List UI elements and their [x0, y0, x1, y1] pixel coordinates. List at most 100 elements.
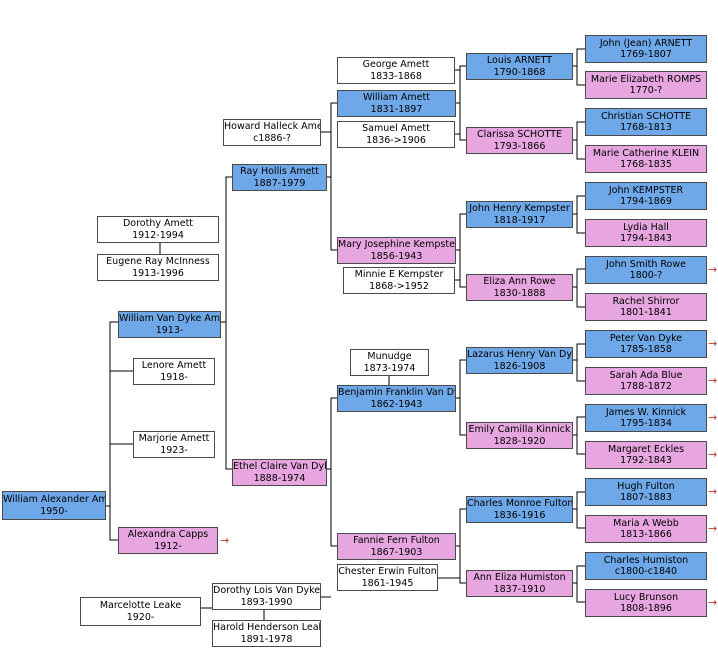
person-maria-a-webb[interactable]: Maria A Webb 1813-1866 [585, 515, 707, 543]
person-name: John (Jean) ARNETT [599, 37, 693, 49]
person-william-amett[interactable]: William Amett 1831-1897 [337, 90, 456, 117]
person-clarissa-schotte[interactable]: Clarissa SCHOTTE 1793-1866 [466, 127, 573, 154]
person-marie-elizabeth-romps[interactable]: Marie Elizabeth ROMPS 1770-? [585, 71, 707, 99]
person-fannie-fern-fulton[interactable]: Fannie Fern Fulton 1867-1903 [337, 533, 456, 560]
person-dates: 1837-1910 [493, 583, 546, 595]
person-name: Rachel Shirror [612, 295, 680, 307]
person-william-van-dyke-amett[interactable]: William Van Dyke Amett 1913- [118, 311, 221, 338]
person-harold-henderson-leake[interactable]: Harold Henderson Leake 1891-1978 [212, 620, 321, 647]
person-dates: 1793-1866 [493, 140, 546, 152]
person-alexandra-capps[interactable]: Alexandra Capps 1912- [118, 527, 218, 554]
person-dates: 1769-1807 [620, 49, 672, 60]
arrow-icon[interactable]: → [708, 411, 718, 424]
person-dates: 1913- [155, 324, 184, 336]
person-name: Ann Eliza Humiston [473, 572, 566, 583]
person-john-jean-arnett[interactable]: John (Jean) ARNETT 1769-1807 [585, 35, 707, 63]
person-john-kempster[interactable]: John KEMPSTER 1794-1869 [585, 182, 707, 210]
person-dates: 1790-1868 [493, 66, 546, 78]
person-dates: 1828-1920 [493, 435, 546, 447]
person-dates: 1862-1943 [370, 398, 423, 410]
person-charles-monroe-fulton[interactable]: Charles Monroe Fulton 1836-1916 [466, 496, 573, 523]
arrow-icon[interactable]: → [708, 596, 718, 609]
person-munudge[interactable]: Munudge 1873-1974 [350, 349, 429, 376]
person-lucy-brunson[interactable]: Lucy Brunson 1808-1896 [585, 589, 707, 617]
person-dates: 1912-1994 [132, 229, 184, 241]
arrow-icon[interactable]: → [708, 485, 718, 498]
person-name: Munudge [367, 351, 412, 362]
person-name: Marcelotte Leake [99, 600, 182, 611]
person-name: John Smith Rowe [606, 258, 686, 270]
person-dates: 1833-1868 [370, 70, 422, 82]
person-margaret-eckles[interactable]: Margaret Eckles 1792-1843 [585, 441, 707, 469]
person-name: Lenore Amett [141, 360, 207, 371]
person-marie-catherine-klein[interactable]: Marie Catherine KLEIN 1768-1835 [585, 145, 707, 173]
person-hugh-fulton[interactable]: Hugh Fulton 1807-1883 [585, 478, 707, 506]
person-dates: 1808-1896 [620, 603, 672, 614]
person-john-smith-rowe[interactable]: John Smith Rowe 1800-? [585, 256, 707, 284]
arrow-icon[interactable]: → [708, 448, 718, 461]
person-name: Fannie Fern Fulton [353, 535, 440, 546]
person-name: Dorothy Lois Van Dyke [213, 585, 320, 596]
person-dates: 1893-1990 [240, 596, 293, 608]
person-name: Benjamin Franklin Van Dyke [338, 387, 455, 398]
person-dates: 1918- [160, 371, 188, 383]
person-name: Louis ARNETT [486, 55, 553, 66]
person-name: George Amett [362, 59, 430, 70]
person-eliza-ann-rowe[interactable]: Eliza Ann Rowe 1830-1888 [466, 274, 573, 301]
person-ethel-claire-van-dyke[interactable]: Ethel Claire Van Dyke 1888-1974 [232, 459, 327, 486]
arrow-icon[interactable]: → [220, 534, 230, 547]
person-ray-hollis-amett[interactable]: Ray Hollis Amett 1887-1979 [232, 164, 327, 191]
person-dates: 1867-1903 [370, 546, 423, 558]
person-dates: 1785-1858 [620, 344, 672, 355]
person-marjorie-amett[interactable]: Marjorie Amett 1923- [133, 431, 215, 458]
person-james-w-kinnick[interactable]: James W. Kinnick 1795-1834 [585, 404, 707, 432]
person-ann-eliza-humiston[interactable]: Ann Eliza Humiston 1837-1910 [466, 570, 573, 597]
person-name: John KEMPSTER [608, 184, 684, 196]
person-dorothy-amett[interactable]: Dorothy Amett 1912-1994 [97, 216, 219, 243]
person-name: Minnie E Kempster [354, 269, 444, 280]
person-dates: 1826-1908 [493, 360, 546, 372]
person-chester-erwin-fulton[interactable]: Chester Erwin Fulton 1861-1945 [337, 564, 438, 591]
person-lydia-hall[interactable]: Lydia Hall 1794-1843 [585, 219, 707, 247]
person-name: William Amett [363, 92, 430, 103]
person-howard-halleck-amett[interactable]: Howard Halleck Amett c1886-? [223, 119, 321, 146]
arrow-icon[interactable]: → [708, 522, 718, 535]
person-george-amett[interactable]: George Amett 1833-1868 [337, 57, 455, 84]
person-lenore-amett[interactable]: Lenore Amett 1918- [133, 358, 215, 385]
person-emily-camilla-kinnick[interactable]: Emily Camilla Kinnick 1828-1920 [466, 422, 573, 449]
person-name: Chester Erwin Fulton [338, 566, 437, 577]
person-samuel-amett[interactable]: Samuel Amett 1836->1906 [337, 121, 455, 148]
person-marcelotte-leake[interactable]: Marcelotte Leake 1920- [80, 597, 201, 626]
person-dates: 1831-1897 [370, 103, 423, 115]
person-peter-van-dyke[interactable]: Peter Van Dyke 1785-1858 [585, 330, 707, 358]
person-louis-arnett[interactable]: Louis ARNETT 1790-1868 [466, 53, 573, 80]
person-name: Marjorie Amett [138, 433, 210, 444]
person-name: Alexandra Capps [127, 529, 209, 540]
person-dates: 1856-1943 [370, 250, 423, 262]
person-christian-schotte[interactable]: Christian SCHOTTE 1768-1813 [585, 108, 707, 136]
person-dates: 1794-1869 [620, 196, 672, 207]
person-dates: 1950- [40, 505, 68, 517]
person-name: Marie Catherine KLEIN [592, 147, 700, 159]
person-charles-humiston[interactable]: Charles Humiston c1800-c1840 [585, 552, 707, 580]
person-name: Hugh Fulton [617, 480, 675, 492]
person-dates: 1873-1974 [363, 362, 416, 374]
person-eugene-ray-mcinness[interactable]: Eugene Ray McInness 1913-1996 [97, 254, 219, 281]
arrow-icon[interactable]: → [708, 337, 718, 350]
person-rachel-shirror[interactable]: Rachel Shirror 1801-1841 [585, 293, 707, 321]
person-mary-josephine-kempster[interactable]: Mary Josephine Kempster 1856-1943 [337, 237, 456, 264]
person-name: Howard Halleck Amett [224, 121, 320, 132]
person-sarah-ada-blue[interactable]: Sarah Ada Blue 1788-1872 [585, 367, 707, 395]
person-william-alexander-amett[interactable]: William Alexander Amett 1950- [2, 491, 106, 520]
person-minnie-e-kempster[interactable]: Minnie E Kempster 1868->1952 [343, 267, 455, 294]
person-dates: 1792-1843 [620, 455, 672, 466]
person-dates: 1801-1841 [620, 307, 672, 318]
arrow-icon[interactable]: → [708, 374, 718, 387]
person-benjamin-franklin-van-dyke[interactable]: Benjamin Franklin Van Dyke 1862-1943 [337, 385, 456, 412]
person-john-henry-kempster[interactable]: John Henry Kempster 1818-1917 [466, 201, 573, 228]
person-dorothy-lois-van-dyke[interactable]: Dorothy Lois Van Dyke 1893-1990 [212, 583, 321, 610]
arrow-icon[interactable]: → [708, 263, 718, 276]
person-name: William Van Dyke Amett [119, 313, 220, 324]
person-lazarus-henry-van-dyke[interactable]: Lazarus Henry Van Dyke 1826-1908 [466, 347, 573, 374]
